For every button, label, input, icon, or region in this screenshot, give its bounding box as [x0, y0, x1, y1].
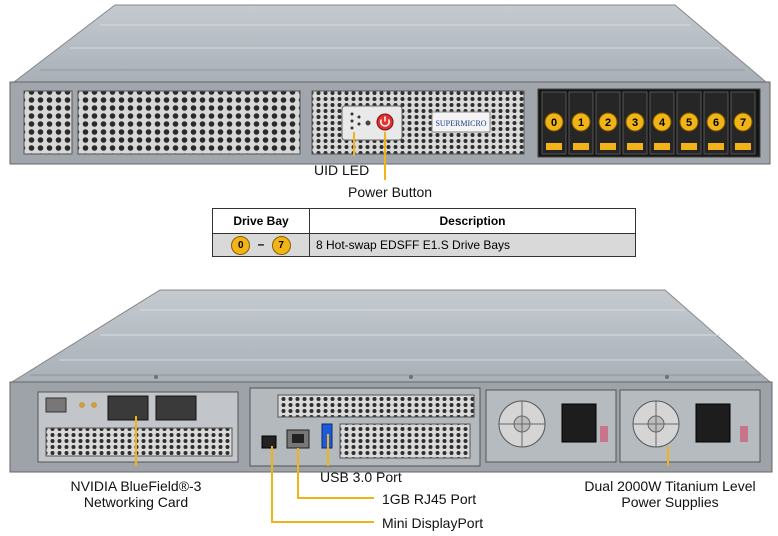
uid-led-label: UID LED	[314, 162, 370, 178]
displayport-label: Mini DisplayPort	[382, 515, 484, 531]
drive-bay-badge	[733, 112, 753, 132]
col-description: Description	[309, 208, 636, 234]
drive-bay-description: 8 Hot-swap EDSFF E1.S Drive Bays	[309, 233, 636, 257]
drive-bay-badge	[571, 112, 591, 132]
drive-bay-latch[interactable]	[735, 143, 751, 150]
psu-1	[485, 389, 617, 463]
drive-bay-number: 2	[605, 117, 611, 129]
psu-label-line1: Dual 2000W Titanium Level	[584, 478, 756, 494]
drive-bay-badge	[598, 112, 618, 132]
drive-bay-number: 5	[686, 117, 692, 129]
brand-plate	[431, 111, 491, 133]
drive-bay-number: 3	[632, 117, 638, 129]
psu-label: Dual 2000W Titanium Level Power Supplies	[566, 478, 774, 510]
nic-port-1[interactable]	[107, 395, 149, 421]
nic-label-line2: Networking Card	[83, 494, 189, 510]
bay-badge-start: 0	[231, 235, 251, 255]
power-button-icon[interactable]	[376, 113, 394, 131]
drive-bay-badge	[544, 112, 564, 132]
usb-label: USB 3.0 Port	[320, 469, 402, 485]
rear-chassis	[9, 289, 773, 473]
drive-bay-badge	[706, 112, 726, 132]
nic-port-2[interactable]	[155, 395, 197, 421]
drive-bay-range: 0 – 7	[212, 233, 310, 257]
drive-bay-number: 6	[713, 117, 719, 129]
table-header-row: Drive Bay Description	[212, 208, 636, 234]
drive-bay-number: 7	[740, 117, 746, 129]
drive-bay-number: 1	[578, 117, 584, 129]
front-main-vent	[77, 90, 301, 155]
rj45-callout-line	[297, 448, 374, 499]
uid-led-icon	[365, 120, 371, 126]
mini-displayport[interactable]	[261, 435, 277, 449]
drive-bay-number: 4	[659, 117, 666, 129]
psu-label-line2: Power Supplies	[621, 494, 719, 510]
drive-bays: 0 1 2 3 4 5 6 7	[541, 91, 756, 155]
drive-bay-latch[interactable]	[573, 143, 589, 150]
psu-2	[619, 389, 761, 463]
drive-bay-latch[interactable]	[681, 143, 697, 150]
drive-bay-badge	[625, 112, 645, 132]
nic-label-line1: NVIDIA BlueField®-3	[70, 478, 202, 494]
displayport-callout-line	[271, 446, 374, 523]
drive-bay-badge	[652, 112, 672, 132]
drive-bay-latch[interactable]	[600, 143, 616, 150]
bay-badge-end: 7	[271, 235, 291, 255]
drive-bay-table: Drive Bay Description 0 – 7 8 Hot-swap E…	[212, 208, 636, 257]
drive-bay-latch[interactable]	[627, 143, 643, 150]
nic-label: NVIDIA BlueField®-3 Networking Card	[52, 478, 220, 510]
drive-bay-latch[interactable]	[708, 143, 724, 150]
table-row: 0 – 7 8 Hot-swap EDSFF E1.S Drive Bays	[212, 233, 636, 257]
rj45-label: 1GB RJ45 Port	[382, 491, 477, 507]
front-chassis: SUPERMICRO 0 1 2 3 4 5 6 7	[9, 4, 771, 165]
front-left-vent	[23, 90, 73, 155]
drive-bay-latch[interactable]	[546, 143, 562, 150]
drive-bay-number: 0	[551, 117, 557, 129]
col-drive-bay: Drive Bay	[212, 208, 310, 234]
drive-bay-latch[interactable]	[654, 143, 670, 150]
drive-bay-badge	[679, 112, 699, 132]
brand-logo: SUPERMICRO	[435, 119, 486, 128]
power-button-label: Power Button	[348, 184, 433, 200]
range-dash: –	[257, 237, 265, 252]
rear-chassis-top	[10, 289, 772, 383]
